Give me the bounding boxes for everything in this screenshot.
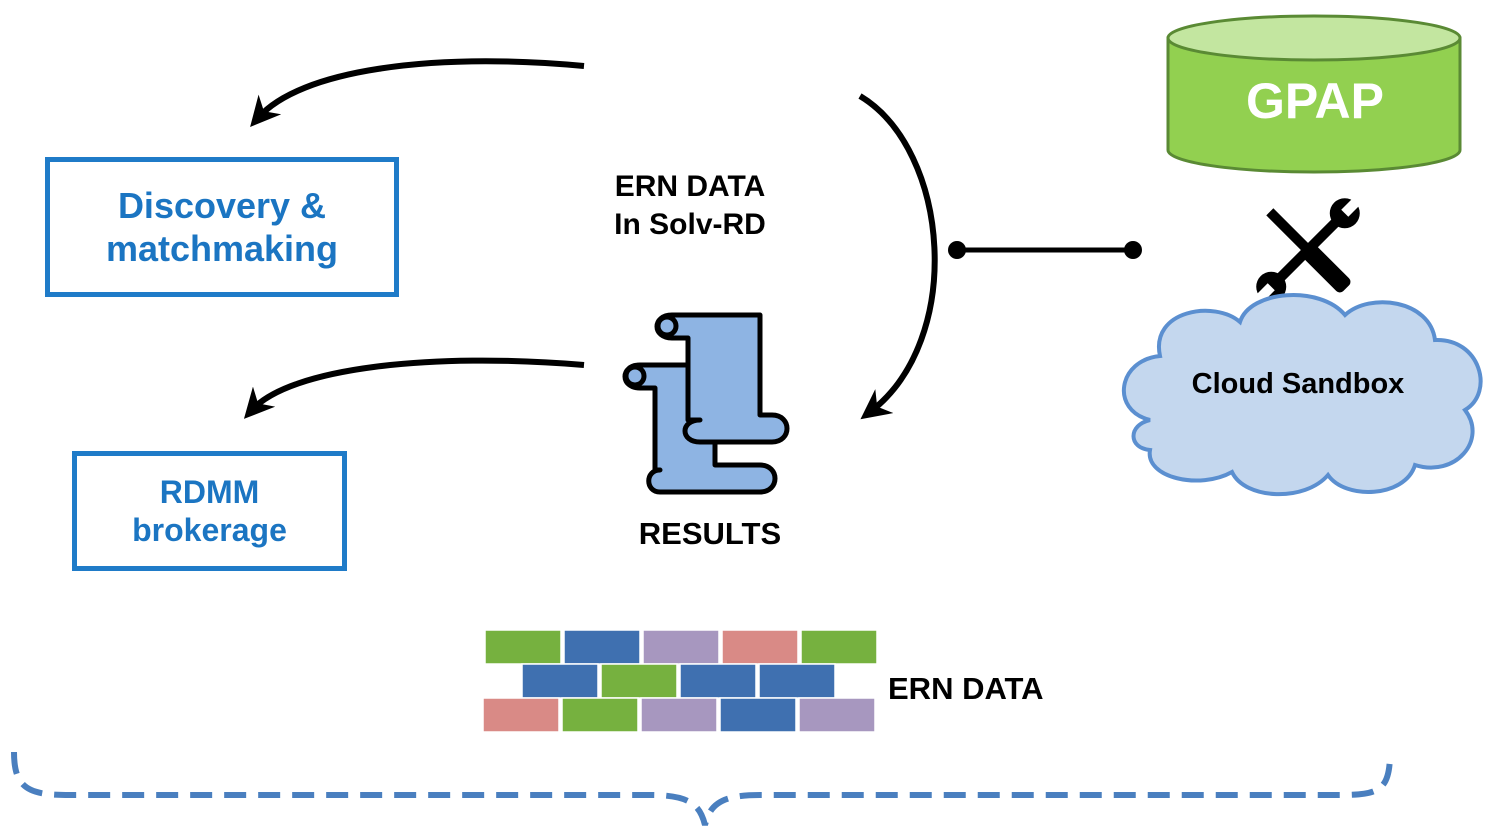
rdmm-box: RDMM brokerage	[72, 451, 347, 571]
discovery-label-line1: Discovery &	[117, 184, 327, 226]
tools-icon	[1254, 196, 1362, 304]
results-label: RESULTS	[638, 516, 782, 551]
discovery-label-line2: matchmaking	[105, 228, 339, 269]
ern-data-label: ERN DATA	[888, 671, 1044, 706]
cloud-sandbox-label: Cloud Sandbox	[1191, 368, 1405, 400]
gpap-label: GPAP	[1246, 73, 1384, 129]
arrow-to-discovery	[250, 58, 585, 128]
database-icon	[1166, 14, 1462, 174]
arrow-to-results	[858, 93, 938, 420]
ern-label-line2: In Solv-RD	[614, 207, 766, 241]
ern-solvrd-label: ERN DATA In Solv-RD	[560, 168, 820, 243]
ern-label-line1: ERN DATA	[614, 170, 766, 203]
curly-brace-icon	[11, 751, 1393, 826]
rdmm-label-line1: RDMM	[159, 473, 260, 510]
arrow-to-rdmm	[243, 357, 585, 419]
rdmm-label-line2: brokerage	[132, 512, 287, 548]
scroll-icon	[622, 312, 790, 495]
brick-wall-icon	[482, 629, 878, 733]
cloud-icon	[1121, 293, 1483, 497]
connector-line	[948, 241, 1142, 259]
discovery-box: Discovery & matchmaking	[45, 157, 399, 297]
